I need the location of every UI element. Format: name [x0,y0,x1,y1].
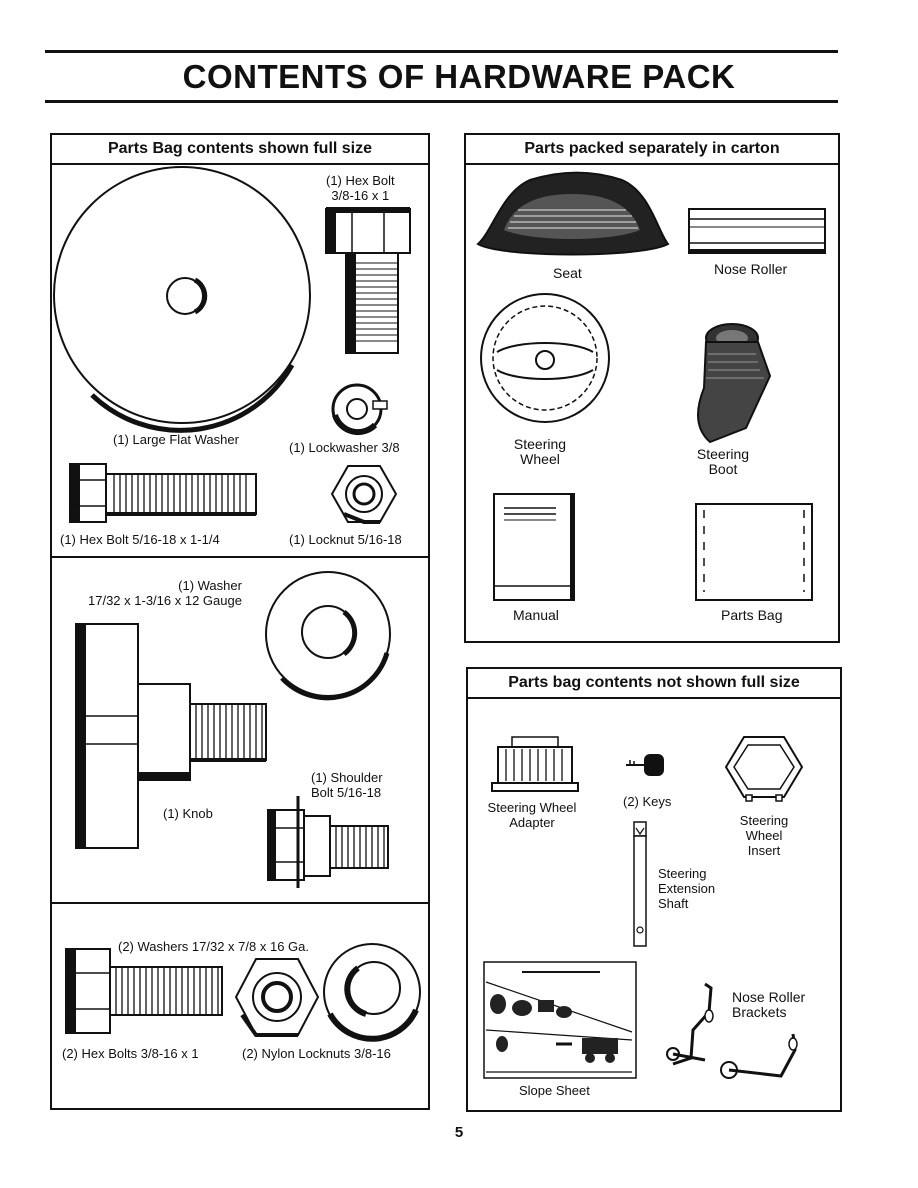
slope-sheet-drawing [483,961,637,1079]
steering-wheel-adapter-drawing [491,736,579,792]
parts-bag-label: Parts Bag [721,607,783,623]
title-top-rule [45,50,838,53]
steering-wheel-drawing [480,293,610,423]
keys-label: (2) Keys [623,794,672,809]
nose-roller-drawing [688,208,826,254]
lockwasher-label: (1) Lockwasher 3/8 [289,440,400,455]
page-number: 5 [454,1124,464,1141]
shoulder-bolt-label: (1) Shoulder Bolt 5/16-18 [311,770,383,800]
knob-label: (1) Knob [163,806,213,821]
washers-16-gauge-label: (2) Washers 17/32 x 7/8 x 16 Ga. [118,939,309,954]
nose-roller-brackets-label: Nose Roller Brackets [732,989,806,1020]
slope-sheet-label: Slope Sheet [519,1083,590,1098]
nylon-locknuts-label: (2) Nylon Locknuts 3/8-16 [242,1046,391,1061]
steering-wheel-insert-drawing [724,736,804,802]
locknut-5-16-drawing [330,465,398,524]
carton-parts-panel: Parts packed separately in carton [464,133,840,643]
knob-drawing [75,623,267,849]
manual-drawing [493,493,575,601]
manual-label: Manual [513,607,559,623]
steering-wheel-adapter-label: Steering Wheel Adapter [487,800,577,830]
shoulder-bolt-drawing [267,796,389,888]
parts-bag-drawing [695,503,813,601]
nose-roller-label: Nose Roller [714,261,788,277]
washer-12-gauge-drawing [265,571,391,701]
large-flat-washer-drawing [53,166,311,433]
washer-16-gauge-drawing [323,943,421,1042]
hex-bolt-3-8-drawing [325,207,411,354]
steering-boot-drawing [697,323,772,444]
steering-extension-shaft-drawing [633,821,647,947]
title-bottom-rule [45,100,838,103]
large-flat-washer-label: (1) Large Flat Washer [113,432,239,447]
carton-parts-header: Parts packed separately in carton [466,135,838,165]
keys-drawing [626,754,664,776]
hex-bolt-3-8-label: (1) Hex Bolt 3/8-16 x 1 [326,173,395,203]
hex-bolt-5-16-drawing [69,463,257,523]
lockwasher-drawing [331,383,388,436]
section-divider-1 [52,556,428,558]
parts-bag-full-size-panel: Parts Bag contents shown full size [50,133,430,1110]
parts-bag-full-size-header: Parts Bag contents shown full size [52,135,428,165]
seat-label: Seat [553,265,582,281]
steering-wheel-insert-label: Steering Wheel Insert [739,813,789,858]
parts-bag-not-full-size-panel: Parts bag contents not shown full size [466,667,842,1112]
washer-12-gauge-label: (1) Washer 17/32 x 1-3/16 x 12 Gauge [88,578,242,608]
nose-roller-brackets-drawing [666,982,798,1079]
steering-boot-label: Steering Boot [696,446,750,477]
steering-extension-shaft-label: Steering Extension Shaft [658,866,716,911]
locknut-5-16-label: (1) Locknut 5/16-18 [289,532,402,547]
hex-bolt-5-16-label: (1) Hex Bolt 5/16-18 x 1-1/4 [60,532,220,547]
nylon-locknut-drawing [234,958,320,1037]
steering-wheel-label: Steering Wheel [513,436,567,467]
parts-bag-not-full-size-header: Parts bag contents not shown full size [468,669,840,699]
hex-bolts-3-8-label: (2) Hex Bolts 3/8-16 x 1 [62,1046,199,1061]
hex-bolts-3-8-drawing [65,948,223,1034]
seat-drawing [476,171,670,256]
section-divider-2 [52,902,428,904]
page-title: CONTENTS OF HARDWARE PACK [182,58,736,95]
